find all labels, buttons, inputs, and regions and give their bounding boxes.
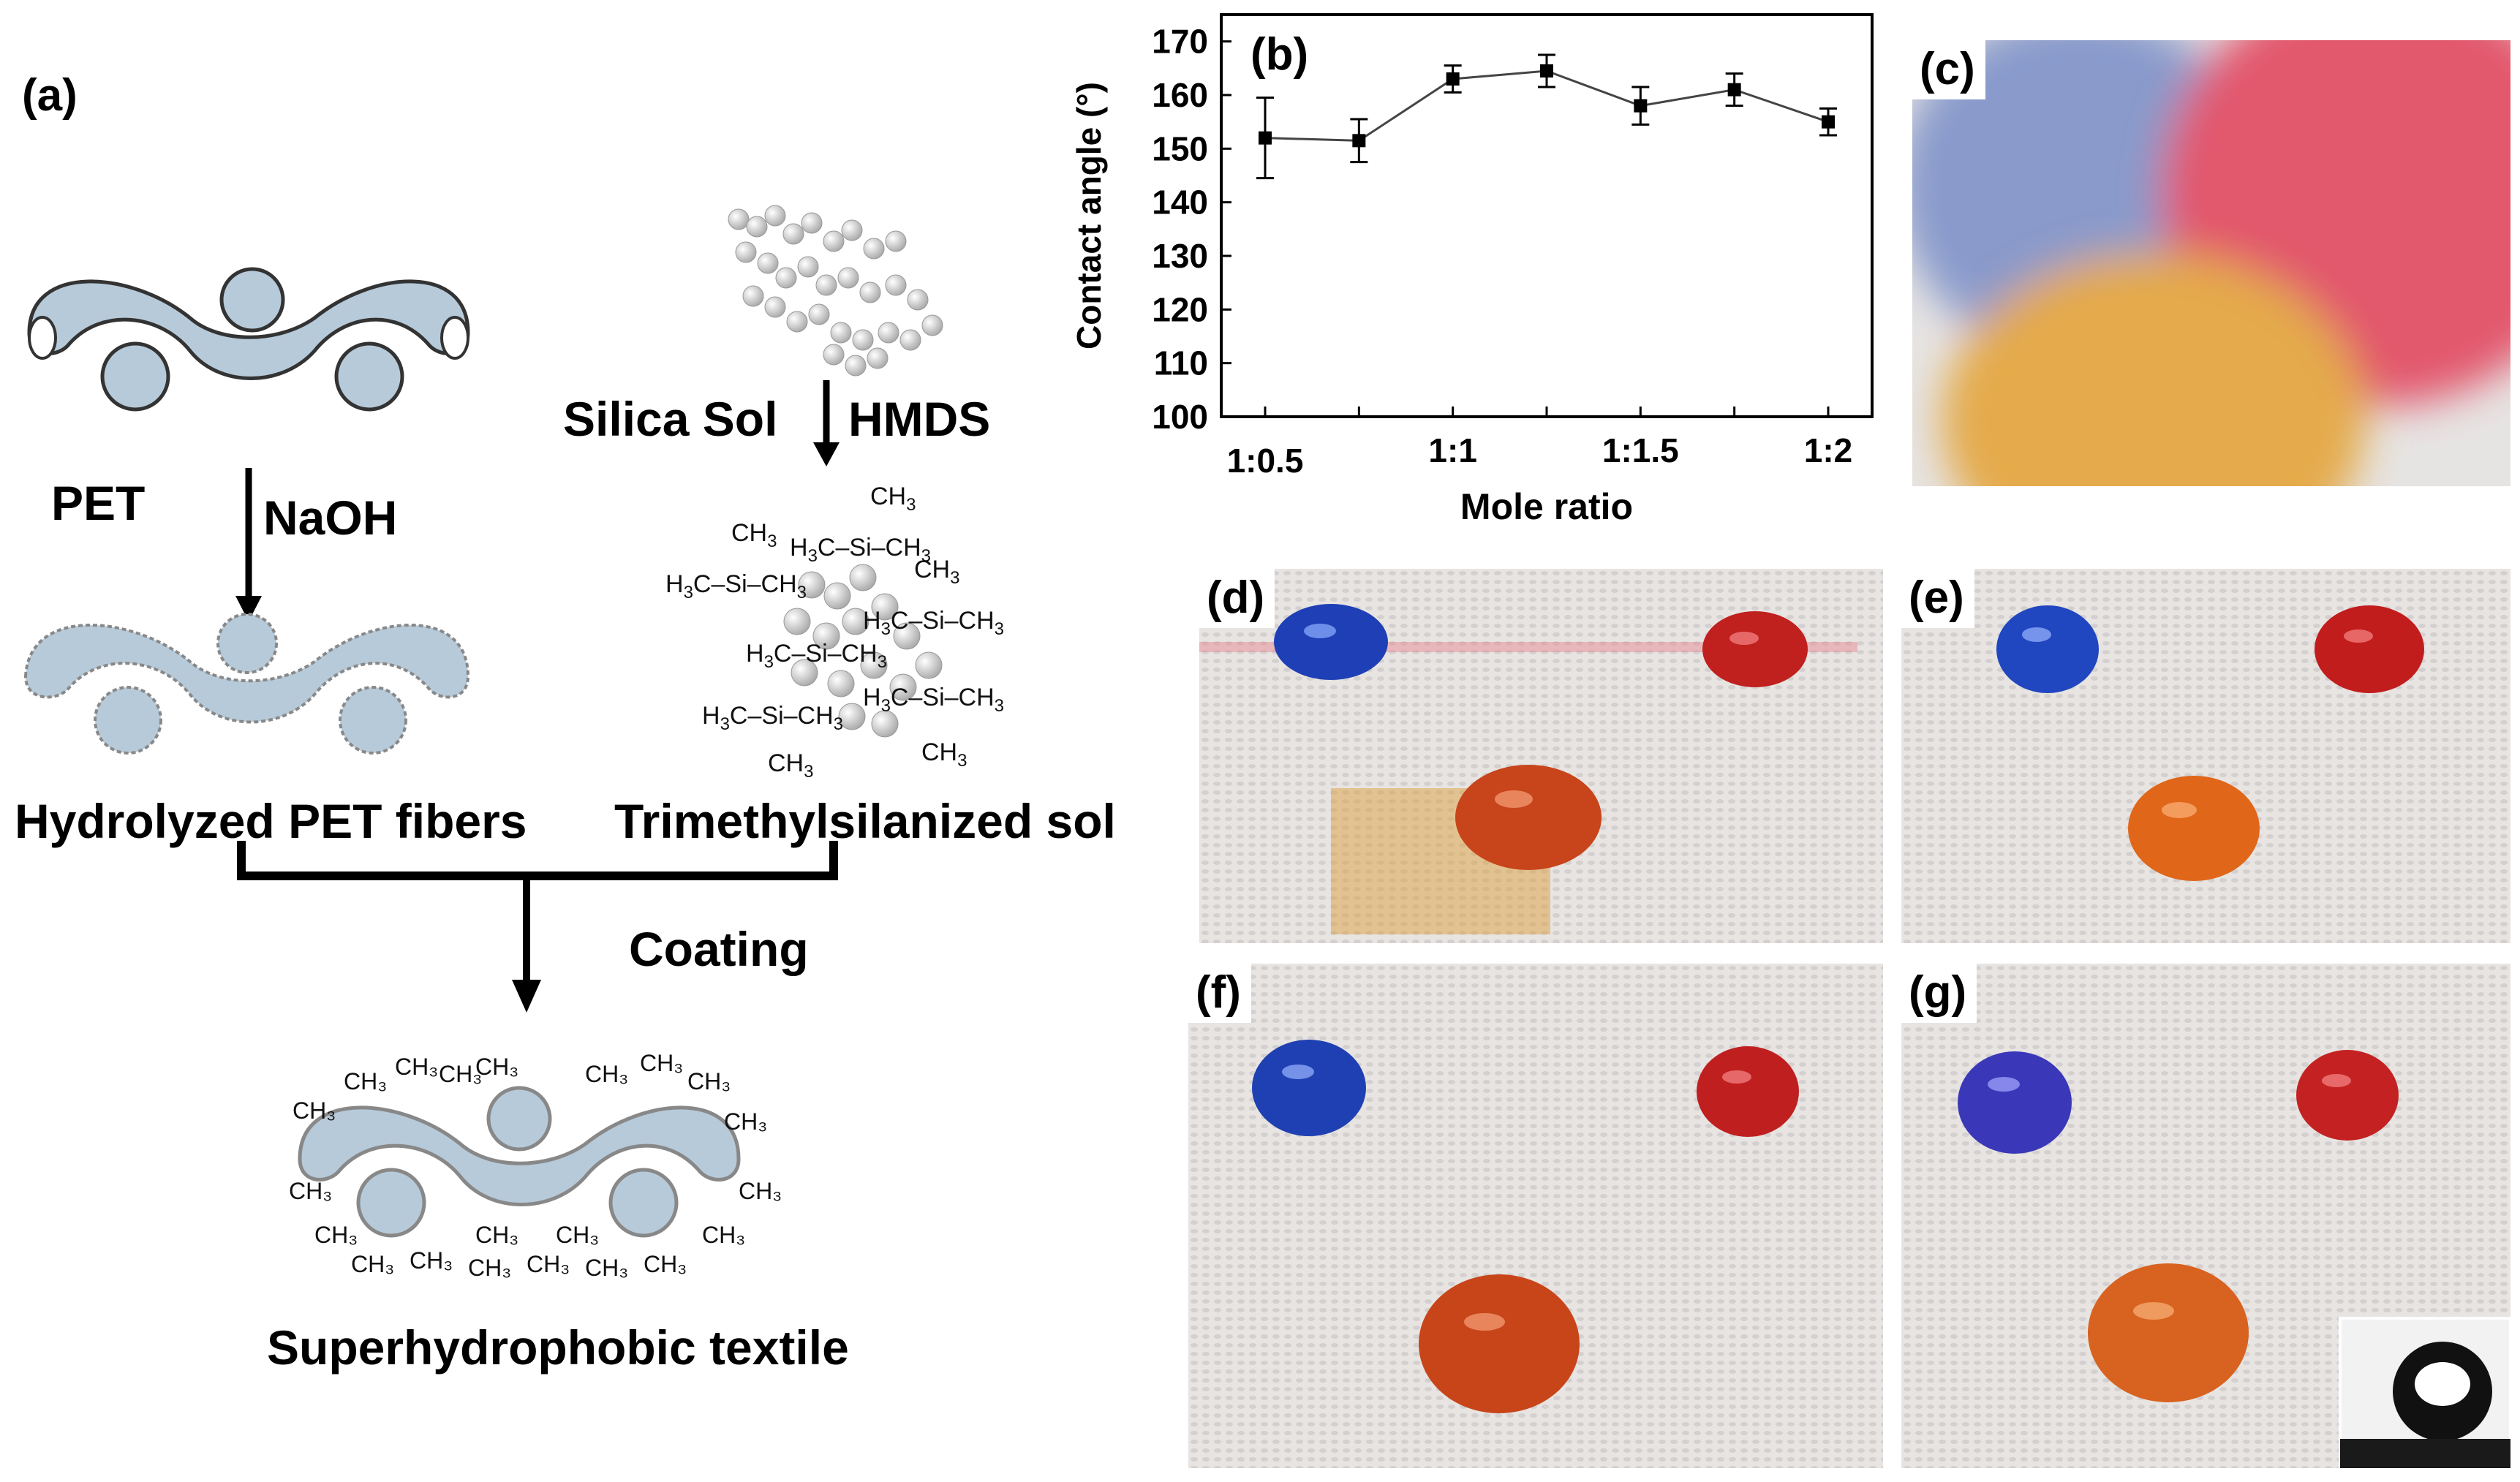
contact-angle-inset — [2339, 1317, 2510, 1468]
svg-text:H3C–Si–CH3: H3C–Si–CH3 — [790, 534, 931, 566]
y-tick-label: 160 — [1152, 76, 1208, 114]
trimethylsilanized-label: Trimethylsilanized sol — [614, 794, 1116, 848]
contact-angle-chart: 100 110 120 130 140 150 160 170 1:0.5 1:1 1:1.5 1:2… — [1070, 13, 1874, 527]
svg-text:CH₃: CH₃ — [344, 1068, 387, 1095]
svg-text:CH₃: CH₃ — [475, 1222, 518, 1248]
svg-text:CH₃: CH₃ — [289, 1178, 332, 1204]
y-axis-label: Contact angle (°) — [1070, 82, 1108, 349]
data-point — [1540, 64, 1553, 77]
svg-text:CH3: CH3 — [914, 556, 959, 588]
panel-c-label: (c) — [1912, 40, 1985, 99]
pet-fiber-icon — [27, 267, 470, 412]
svg-text:CH3: CH3 — [921, 738, 967, 771]
svg-text:CH₃: CH₃ — [351, 1251, 394, 1277]
svg-text:CH₃: CH₃ — [395, 1054, 438, 1080]
orange-droplet — [1455, 765, 1602, 870]
superhydrophobic-label: Superhydrophobic textile — [267, 1320, 849, 1375]
svg-text:CH3: CH3 — [870, 483, 916, 515]
svg-text:CH₃: CH₃ — [439, 1061, 482, 1087]
panel-e-label: (e) — [1901, 569, 1974, 628]
red-droplet — [1702, 611, 1808, 687]
hmds-label: HMDS — [848, 392, 991, 446]
naoh-label: NaOH — [263, 491, 398, 545]
svg-text:H3C–Si–CH3: H3C–Si–CH3 — [702, 702, 843, 734]
svg-text:CH₃: CH₃ — [527, 1251, 570, 1277]
silica-sol-icon — [728, 205, 943, 377]
svg-text:CH₃: CH₃ — [687, 1068, 731, 1095]
y-tick-label: 100 — [1152, 398, 1208, 436]
x-tick-label: 1:1 — [1428, 431, 1476, 469]
y-tick-label: 110 — [1154, 344, 1208, 382]
blue-droplet — [1274, 604, 1388, 680]
panel-g-label: (g) — [1901, 964, 1977, 1023]
y-tick-label: 120 — [1152, 290, 1208, 328]
data-point — [1634, 99, 1648, 113]
svg-text:CH₃: CH₃ — [410, 1247, 453, 1274]
photo-c: (c) — [1912, 40, 2510, 486]
svg-text:H3C–Si–CH3: H3C–Si–CH3 — [863, 684, 1004, 716]
schematic-a: CH3 H3C–Si–CH3 CH3 H3C–Si–CH3 CH3 H3C–Si… — [23, 205, 1004, 1281]
data-point — [1727, 83, 1741, 97]
panel-d-label: (d) — [1199, 569, 1275, 628]
data-point — [1446, 72, 1460, 86]
panel-f-label: (f) — [1188, 964, 1251, 1023]
y-tick-label: 170 — [1152, 23, 1208, 61]
svg-text:CH₃: CH₃ — [739, 1178, 782, 1204]
x-tick-label: 1:0.5 — [1227, 442, 1304, 480]
photo-d: (d) — [1199, 569, 1883, 943]
y-tick-label: 140 — [1152, 184, 1208, 222]
panel-b-label: (b) — [1250, 29, 1308, 80]
svg-text:CH3: CH3 — [768, 749, 813, 782]
svg-text:CH₃: CH₃ — [724, 1108, 767, 1135]
svg-text:CH₃: CH₃ — [468, 1255, 511, 1281]
trimethylsilanized-sol-icon: CH3 H3C–Si–CH3 CH3 H3C–Si–CH3 CH3 H3C–Si… — [665, 483, 1004, 782]
coating-label: Coating — [629, 922, 809, 976]
svg-text:CH₃: CH₃ — [640, 1050, 683, 1076]
hydrolyzed-fiber-icon — [23, 613, 470, 755]
svg-text:CH₃: CH₃ — [644, 1251, 687, 1277]
data-point — [1352, 134, 1366, 148]
y-tick-label: 130 — [1152, 237, 1208, 275]
svg-text:H3C–Si–CH3: H3C–Si–CH3 — [665, 570, 807, 602]
pet-label: PET — [51, 476, 146, 530]
hydrolyzed-pet-label: Hydrolyzed PET fibers — [15, 794, 527, 848]
svg-text:CH₃: CH₃ — [702, 1222, 745, 1248]
svg-text:CH₃: CH₃ — [556, 1222, 599, 1248]
photo-g: (g) — [1901, 964, 2510, 1468]
svg-text:H3C–Si–CH3: H3C–Si–CH3 — [746, 640, 887, 672]
photo-e: (e) — [1901, 569, 2510, 943]
x-tick-label: 1:1.5 — [1602, 431, 1679, 469]
svg-text:CH₃: CH₃ — [585, 1255, 628, 1281]
svg-text:CH3: CH3 — [731, 519, 777, 551]
svg-text:CH₃: CH₃ — [293, 1097, 336, 1124]
data-point — [1822, 115, 1835, 129]
svg-text:CH₃: CH₃ — [475, 1054, 518, 1080]
y-tick-label: 150 — [1152, 129, 1208, 167]
svg-text:H3C–Si–CH3: H3C–Si–CH3 — [863, 607, 1004, 639]
silica-sol-label: Silica Sol — [563, 392, 778, 446]
svg-text:CH₃: CH₃ — [585, 1061, 628, 1087]
x-axis-label: Mole ratio — [1460, 486, 1633, 527]
svg-text:CH₃: CH₃ — [314, 1222, 358, 1248]
x-tick-label: 1:2 — [1804, 431, 1852, 469]
panel-a-label: (a) — [22, 70, 78, 121]
data-point — [1259, 131, 1272, 145]
photo-f: (f) — [1188, 964, 1883, 1468]
